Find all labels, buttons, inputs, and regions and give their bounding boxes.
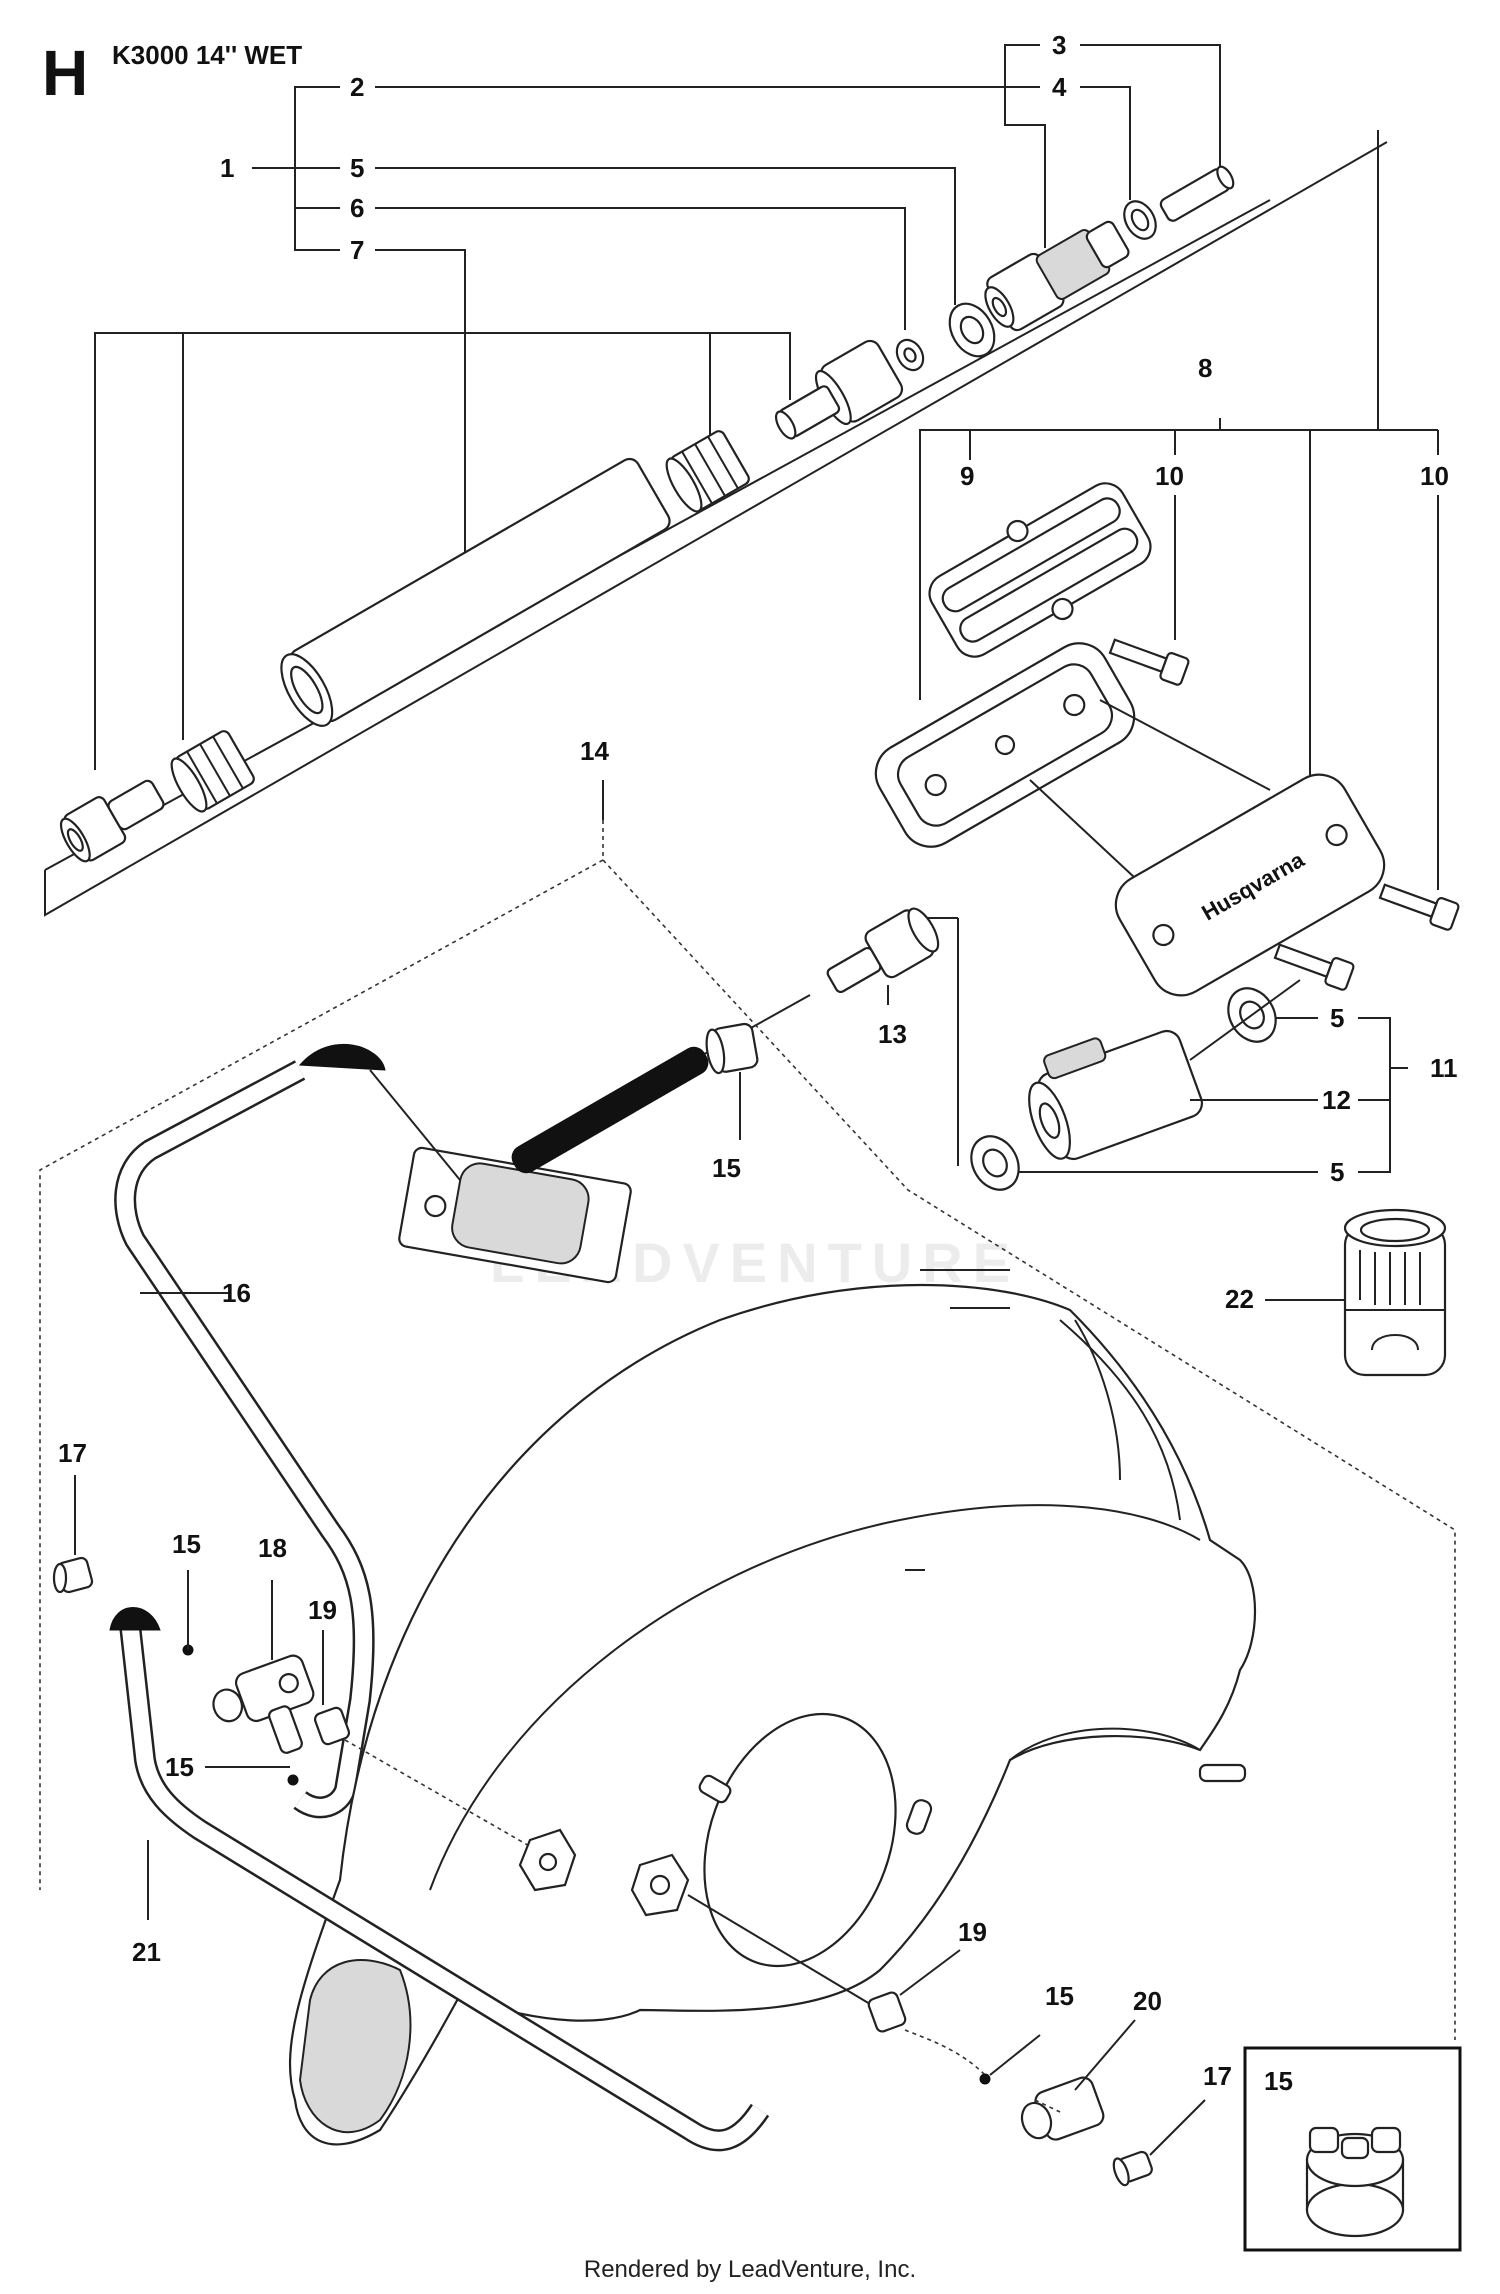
callout: 17 — [58, 1438, 87, 1468]
callout: 19 — [958, 1917, 987, 1947]
callout: 17 — [1203, 2061, 1232, 2091]
callout: 3 — [1052, 30, 1066, 60]
hose-panel — [44, 141, 1388, 917]
callout: 15 — [712, 1153, 741, 1183]
inset-box-15: 15 — [1243, 2046, 1462, 2252]
callout: 22 — [1225, 1284, 1254, 1314]
callout-labels: 1 2 3 4 5 6 7 8 9 10 10 5 11 12 5 13 14 … — [58, 30, 1458, 2091]
fitting-13 — [549, 907, 940, 1141]
inset-label: 15 — [1264, 2066, 1293, 2096]
callout: 13 — [878, 1019, 907, 1049]
callout: 5 — [1330, 1003, 1344, 1033]
section-boundary — [39, 780, 1456, 2040]
callout: 15 — [1045, 1981, 1074, 2011]
part-22-coupling — [1265, 1208, 1447, 1377]
callout: 15 — [172, 1529, 201, 1559]
callout: 4 — [1052, 72, 1067, 102]
callout: 9 — [960, 461, 974, 491]
callout: 1 — [220, 153, 234, 183]
callout: 19 — [308, 1595, 337, 1625]
callout: 2 — [350, 72, 364, 102]
callout: 5 — [350, 153, 364, 183]
callout: 12 — [1322, 1085, 1351, 1115]
callout: 18 — [258, 1533, 287, 1563]
callout: 8 — [1198, 353, 1212, 383]
nozzle-right — [867, 1949, 1206, 2187]
hose-bracket — [298, 1043, 709, 1284]
callout: 10 — [1155, 461, 1184, 491]
leader-lines-upper — [94, 44, 1221, 770]
upper-hose-parts — [59, 165, 1235, 863]
callout: 15 — [165, 1752, 194, 1782]
nozzle-left — [52, 1475, 881, 2152]
callout: 10 — [1420, 461, 1449, 491]
callout: 21 — [132, 1937, 161, 1967]
callout: 20 — [1133, 1986, 1162, 2016]
diagram-title: K3000 14'' WET — [112, 40, 303, 70]
callout: 6 — [350, 193, 364, 223]
callout: 11 — [1430, 1053, 1458, 1083]
section-letter: H — [42, 37, 89, 109]
callout: 7 — [350, 235, 364, 265]
footer-credit: Rendered by LeadVenture, Inc. — [583, 2256, 917, 2283]
callout: 16 — [222, 1278, 251, 1308]
handle-group: Husqvarna — [874, 130, 1460, 1191]
blade-guard — [288, 1269, 1257, 2146]
callout: 5 — [1330, 1157, 1344, 1187]
callout: 14 — [580, 736, 609, 766]
hose-16 — [114, 1060, 375, 1819]
